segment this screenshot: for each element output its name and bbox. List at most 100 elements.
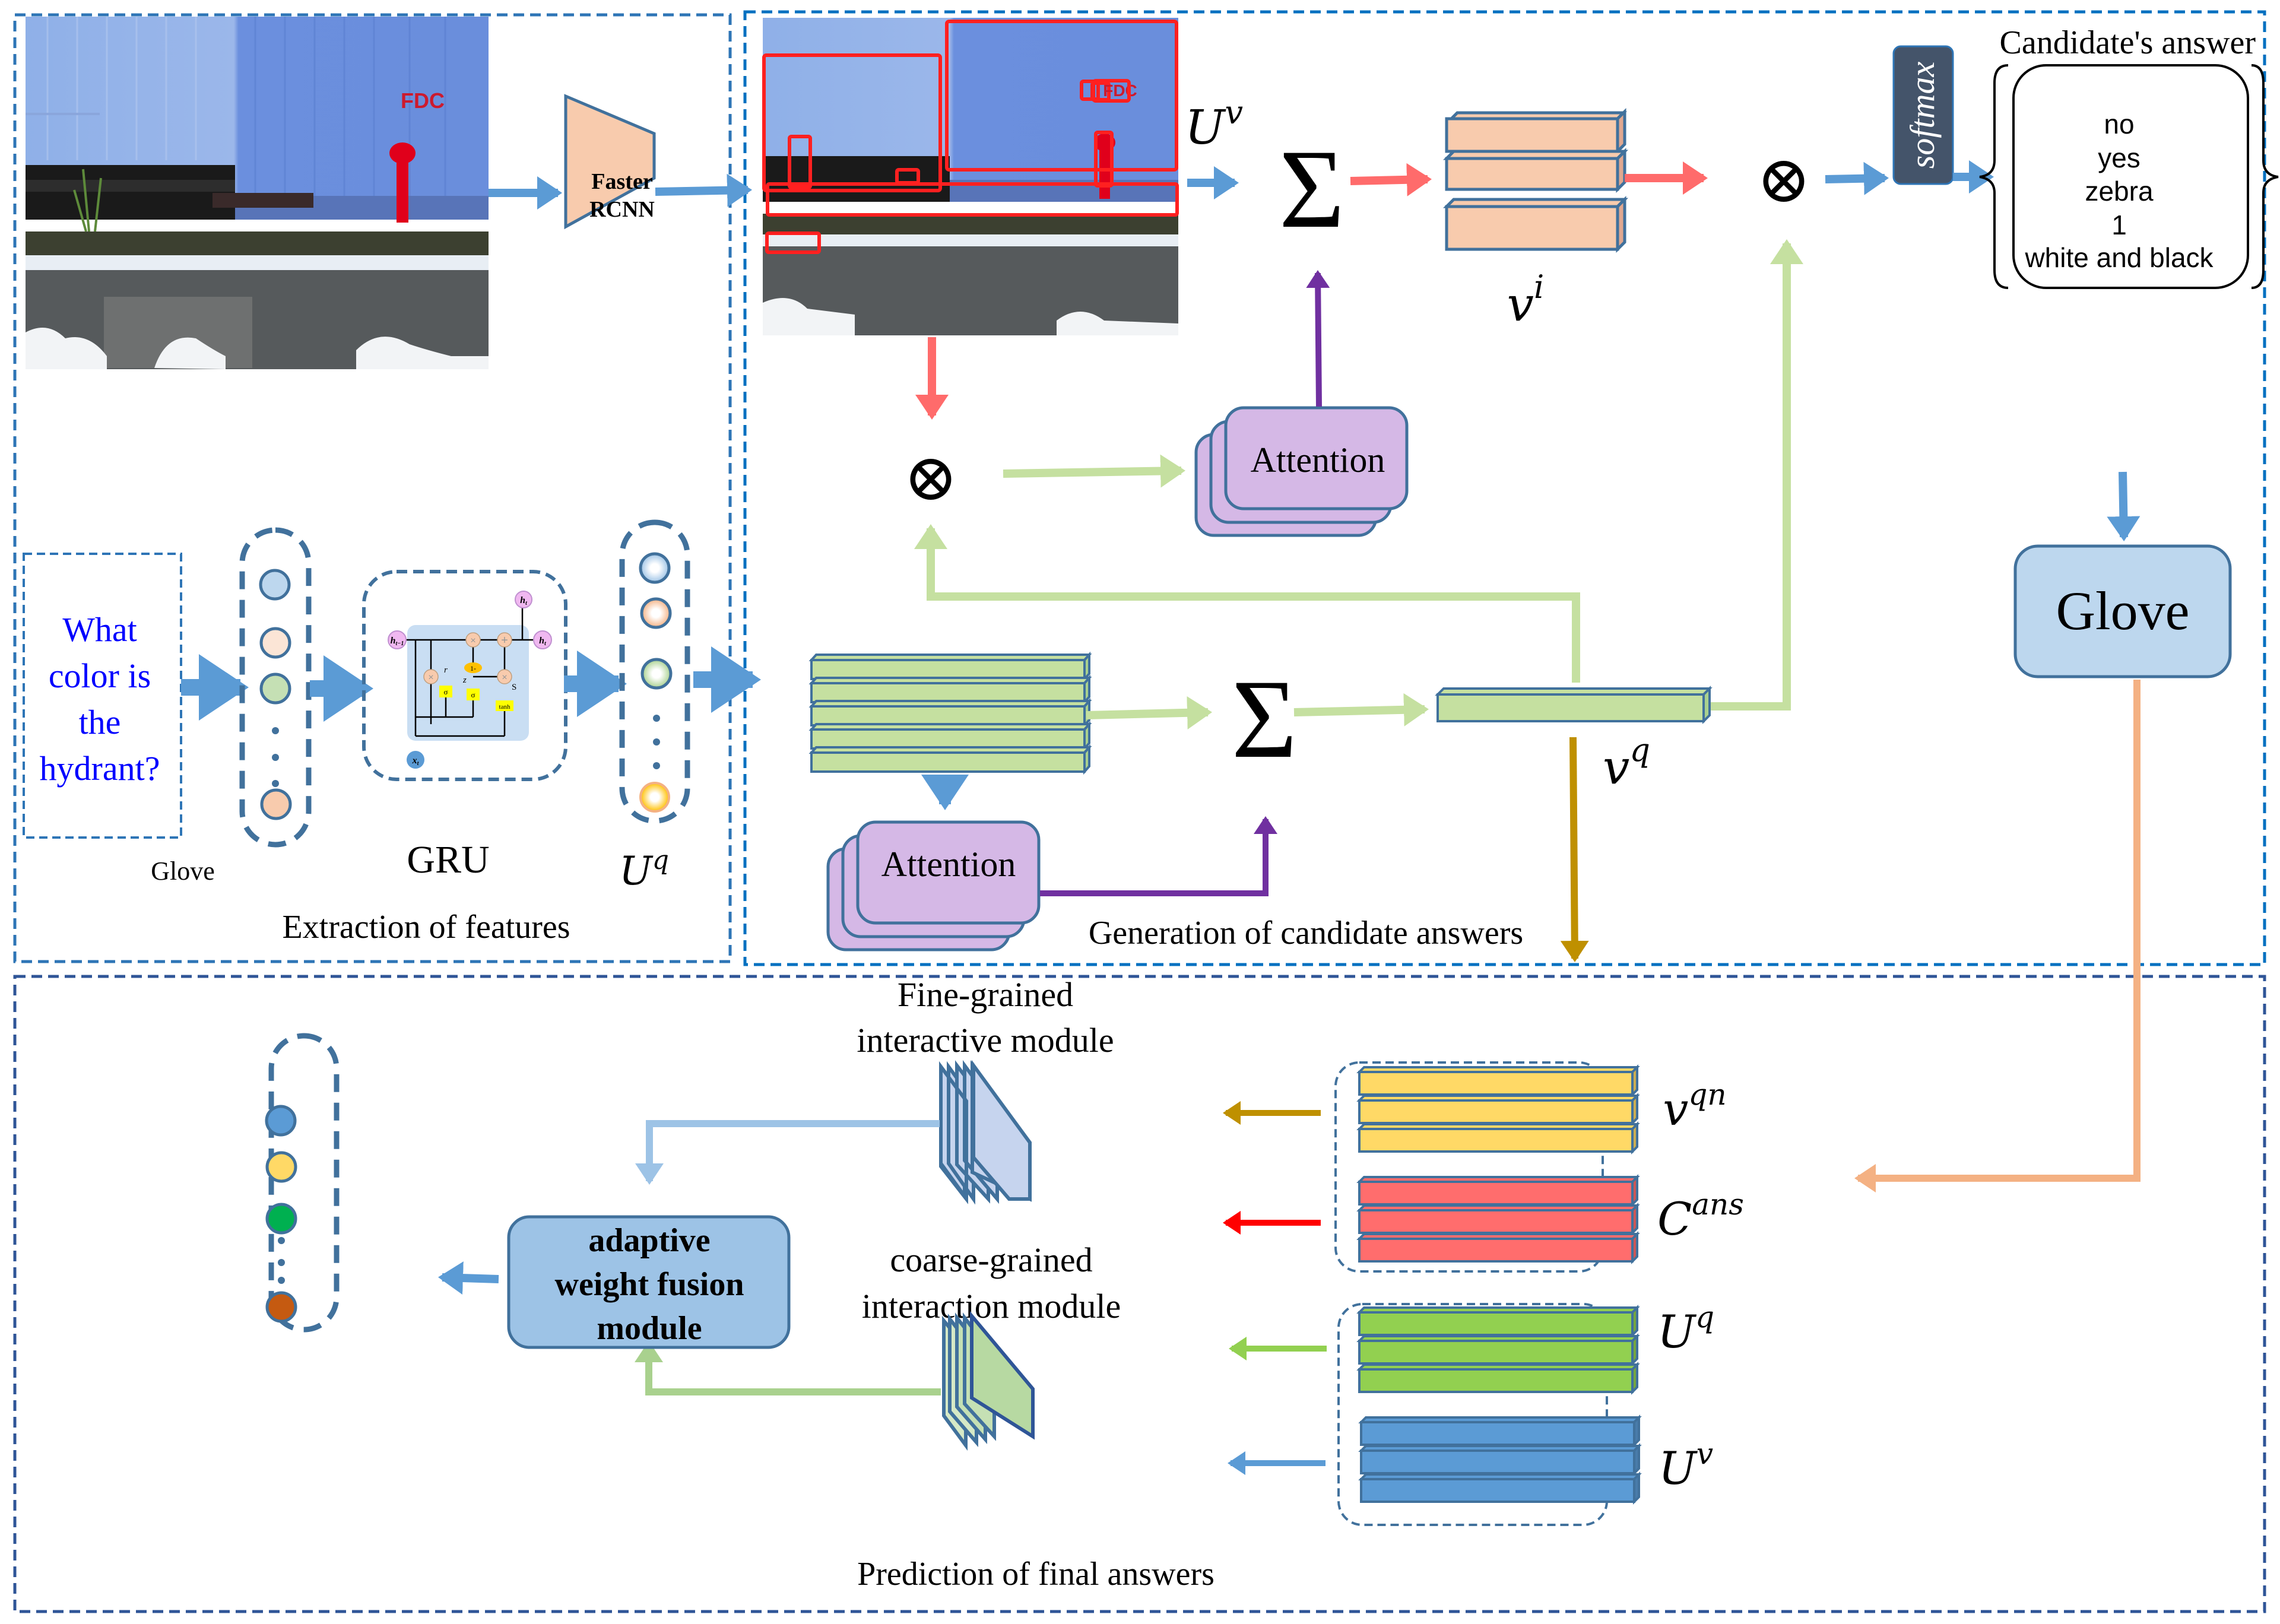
fine-grained-module — [939, 1060, 1032, 1205]
feature-bar — [1358, 1209, 1634, 1234]
gru-mult-op: × — [470, 636, 475, 646]
line-coarse-to-fusion — [635, 1341, 941, 1395]
vq-label: vq — [1603, 731, 1650, 795]
vq-feature-bar — [1435, 686, 1713, 724]
gru-one-minus: 1- — [470, 664, 476, 673]
feature-stacks — [1356, 1064, 1642, 1505]
output-answer-dot — [265, 1151, 297, 1183]
embedding-circle — [259, 627, 291, 659]
output-answer-dot — [265, 1203, 297, 1235]
adaptive-weight-fusion-module — [507, 1215, 791, 1349]
feature-bar-side — [1631, 1333, 1638, 1366]
arrow-attention-to-sum — [1306, 270, 1330, 407]
feature-bar-side — [1633, 1443, 1640, 1476]
feature-bar-side — [1633, 1471, 1640, 1505]
line-fine-to-fusion — [635, 1120, 940, 1185]
otimes-right: ⊗ — [1756, 144, 1811, 216]
gru-reset-mult: × — [428, 673, 433, 683]
feature-label-cans: Cans — [1657, 1187, 1744, 1245]
attention-label-bottom: Attention — [881, 845, 1016, 884]
uq-vector — [619, 519, 690, 824]
candidate-item: 1 — [2111, 210, 2127, 240]
attention-block-bottom: Attention — [826, 820, 1041, 951]
feature-bar-side — [1631, 1203, 1638, 1236]
fine-grained-label-line2: interactive module — [857, 1021, 1114, 1060]
feature-bar — [1360, 1478, 1635, 1503]
line-glove-to-cans — [1854, 680, 2141, 1192]
embedding-circle — [259, 569, 291, 601]
feature-bar-side — [1631, 1121, 1638, 1154]
feature-bar — [1360, 1449, 1635, 1474]
line-attention-to-sum — [1040, 816, 1277, 896]
candidate-item: yes — [2098, 142, 2141, 173]
question-box — [23, 553, 182, 839]
feature-bar-side — [1631, 1231, 1638, 1264]
embedding-circle — [259, 673, 291, 705]
feature-bar-side — [1633, 1414, 1640, 1448]
feature-bar — [1358, 1128, 1634, 1153]
fusion-label-line3: module — [597, 1310, 702, 1347]
faster-rcnn-label-line2: RCNN — [589, 197, 655, 222]
output-answer-vector — [265, 1033, 340, 1333]
photo-sign-text: FDC — [401, 88, 445, 113]
gru-tanh: tanh — [499, 703, 510, 710]
arrow-sum-to-vq — [1293, 693, 1429, 727]
vi-label: vi — [1507, 268, 1544, 332]
uq-label: Uq — [619, 845, 669, 894]
fusion-label-line2: weight fusion — [555, 1266, 744, 1303]
line-vq-to-otimes — [914, 524, 1580, 683]
glove-embedding-block — [2013, 544, 2232, 678]
question-line-4: hydrant? — [40, 749, 160, 788]
arrow-sum-to-vi — [1350, 163, 1432, 196]
uv-label: Uv — [1185, 94, 1243, 155]
ellipsis-dot — [278, 1277, 285, 1284]
gru-s-t: S — [512, 683, 516, 692]
attention-label-top: Attention — [1251, 440, 1385, 480]
candidate-item: no — [2104, 109, 2134, 139]
gru-h-t-top: ht — [520, 595, 528, 607]
region-proposal-image: FDC — [762, 18, 1179, 335]
gru-reset-sigma: σ — [443, 687, 448, 696]
generation-title: Generation of candidate answers — [1089, 915, 1523, 951]
input-image: FDC — [26, 17, 489, 369]
panel-prediction-border — [13, 975, 2266, 1613]
otimes-left: ⊗ — [903, 442, 958, 514]
gru-h-prev: ht−1 — [391, 636, 404, 647]
fusion-label-line1: adaptive — [588, 1222, 710, 1259]
line-vq-to-otimes-right — [1710, 239, 1803, 710]
softmax-block — [1892, 45, 1954, 185]
embedding-circle — [260, 788, 292, 820]
feature-bar — [1358, 1368, 1634, 1393]
gru-z-t: z — [462, 675, 467, 685]
gru-add-op: + — [501, 634, 508, 647]
feature-bar-side — [1631, 1362, 1638, 1395]
feature-group-bottom — [1337, 1303, 1608, 1526]
feature-label-uv: Uv — [1659, 1436, 1713, 1495]
candidate-title: Candidate's answer — [1999, 24, 2256, 61]
arrow-otimes-to-attention — [1003, 454, 1185, 488]
feature-bar — [1358, 1099, 1634, 1124]
coarse-grained-module — [942, 1311, 1035, 1451]
panel-extraction-border — [13, 13, 732, 963]
photo2-sign-text: FDC — [1103, 81, 1137, 100]
feature-label-vqn: vqn — [1663, 1077, 1726, 1135]
softmax-label: softmax — [1903, 62, 1942, 169]
candidate-item: white and black — [2024, 242, 2214, 273]
feature-stack-U-v — [1358, 1414, 1642, 1505]
question-line-3: the — [79, 703, 121, 741]
feature-bar — [1358, 1340, 1634, 1365]
question-feature-stack — [808, 651, 1092, 775]
feature-stack-U-q — [1356, 1305, 1640, 1395]
question-line-2: color is — [49, 656, 151, 695]
fdc-detection-box — [1080, 80, 1100, 101]
gru-r-t: r — [444, 665, 448, 675]
gru-label: GRU — [407, 838, 489, 881]
output-dots — [265, 1105, 297, 1323]
gru-x-t: xt — [412, 756, 420, 767]
candidate-item: zebra — [2085, 176, 2153, 207]
vi-feature-stack — [1442, 107, 1629, 253]
arrow-vq-to-prediction — [1560, 737, 1589, 962]
feature-stack-v-qn — [1356, 1064, 1640, 1154]
feature-bar — [1360, 1421, 1635, 1446]
panel-generation-border — [743, 10, 2266, 966]
